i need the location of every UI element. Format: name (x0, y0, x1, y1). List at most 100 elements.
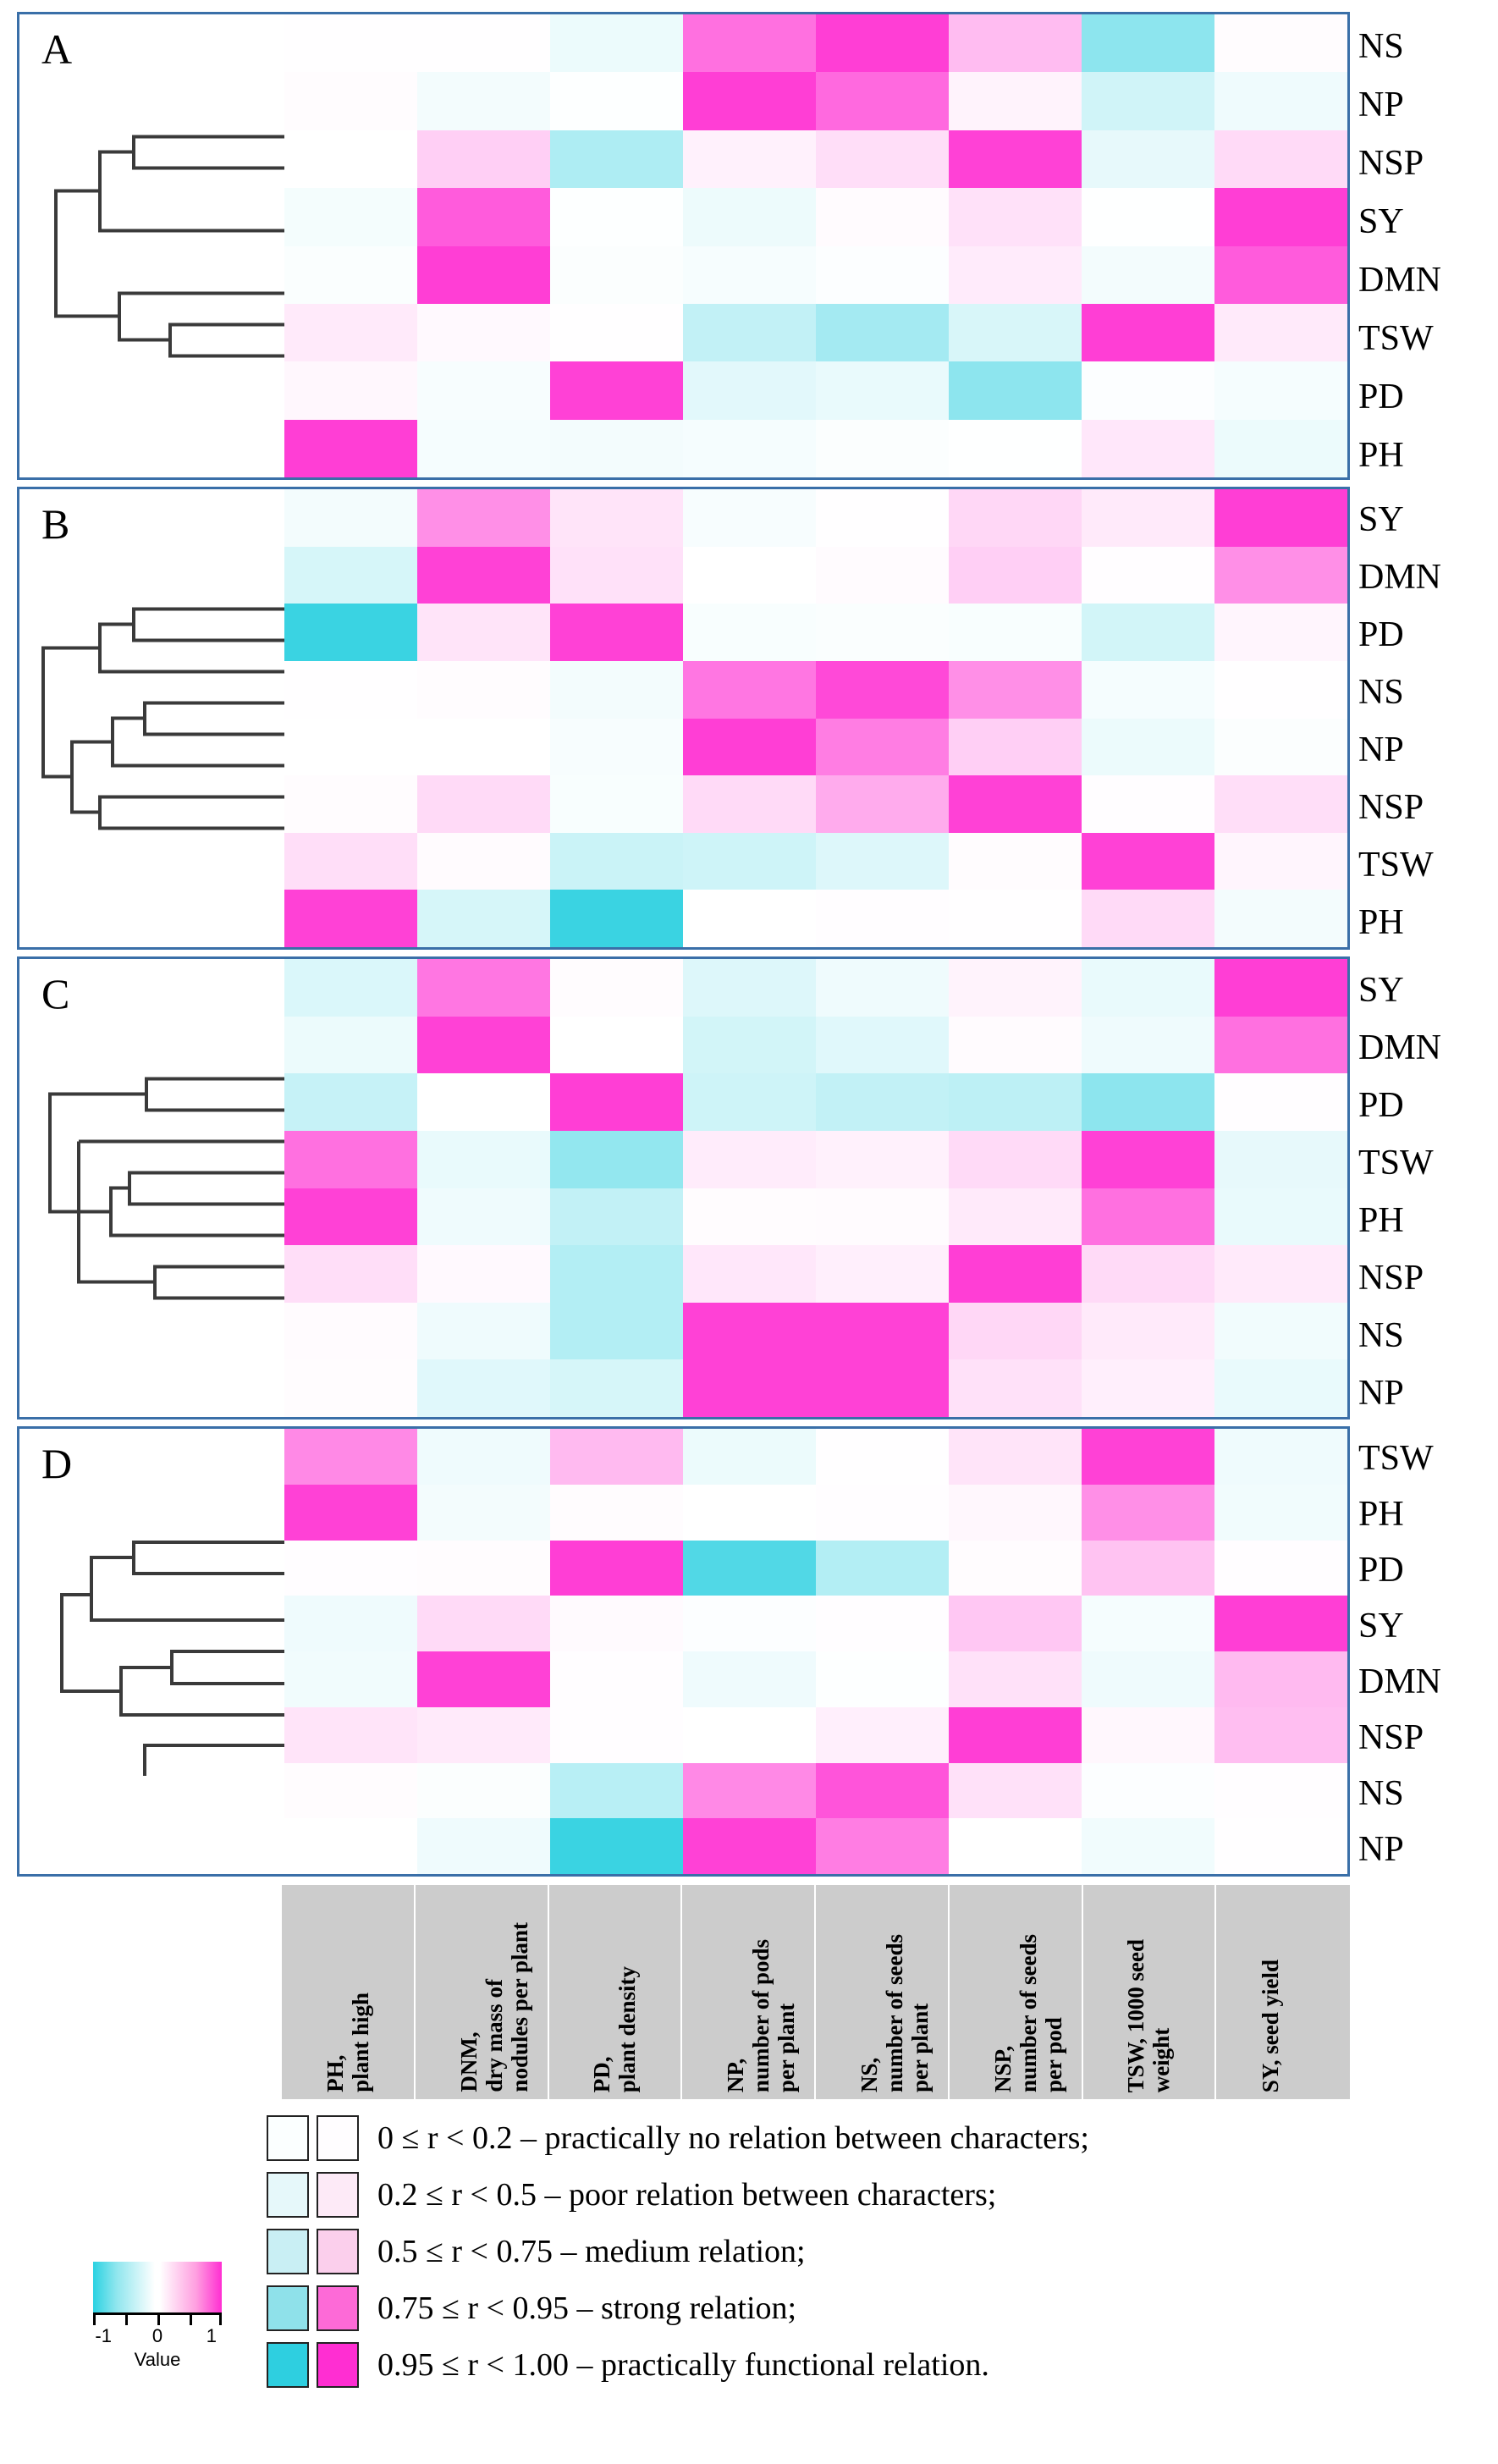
heatmap-cell (683, 660, 816, 719)
heatmap-cell (284, 303, 417, 362)
heatmap-cell (1214, 1540, 1347, 1596)
legend-row: 0.2 ≤ r < 0.5 – poor relation between ch… (267, 2166, 1367, 2223)
heatmap-cell (1082, 604, 1214, 661)
panel-letter-d: D (41, 1440, 73, 1487)
heatmap-cell (949, 303, 1082, 362)
heatmap-cell (949, 604, 1082, 661)
row-label-nsp: NSP (1358, 788, 1424, 827)
heatmap-grid-a (284, 14, 1347, 477)
heatmap-cell (550, 1762, 683, 1819)
column-header-pd: PD, plant density (548, 1885, 683, 2099)
row-label-dmn: DMN (1358, 1028, 1442, 1067)
panel-letter-a: A (41, 25, 73, 73)
heatmap-cell (816, 1245, 949, 1303)
heatmap-cell (683, 1302, 816, 1360)
heatmap-cell (550, 1651, 683, 1707)
heatmap-cell (1214, 14, 1347, 73)
heatmap-cell (284, 832, 417, 890)
heatmap-cell (683, 1245, 816, 1303)
heatmap-cell (417, 303, 550, 362)
heatmap-cell (550, 14, 683, 73)
heatmap-cell (417, 1540, 550, 1596)
heatmap-cell (284, 245, 417, 304)
row-label-sy: SY (1358, 201, 1404, 241)
heatmap-cell (1214, 959, 1347, 1017)
row-label-np: NP (1358, 730, 1404, 769)
colorbar-tick-mid: 0 (151, 2325, 163, 2346)
heatmap-cell (683, 890, 816, 947)
heatmap-cell (949, 1540, 1082, 1596)
heatmap-cell (1214, 1651, 1347, 1707)
heatmap-cell (1214, 1302, 1347, 1360)
heatmap-cell (1214, 361, 1347, 420)
heatmap-cell (417, 361, 550, 420)
column-header-label: NP, number of pods per plant (723, 1938, 800, 2092)
heatmap-cell (683, 718, 816, 776)
heatmap-cell (417, 130, 550, 189)
heatmap-cell (683, 1540, 816, 1596)
heatmap-cell (284, 1073, 417, 1131)
column-header-sy: SY, seed yield (1216, 1885, 1350, 2099)
heatmap-cell (816, 546, 949, 604)
heatmap-cell (284, 130, 417, 189)
heatmap-cell (683, 1484, 816, 1541)
heatmap-cell (284, 890, 417, 947)
heatmap-cell (284, 546, 417, 604)
heatmap-cell (417, 1596, 550, 1651)
heatmap-cell (550, 1302, 683, 1360)
heatmap-cell (1082, 890, 1214, 947)
heatmap-cell (949, 14, 1082, 73)
heatmap-cell (816, 489, 949, 547)
heatmap-cell (417, 1302, 550, 1360)
heatmap-cell (1082, 1484, 1214, 1541)
row-label-ph: PH (1358, 1201, 1404, 1240)
legend-row: 0.5 ≤ r < 0.75 – medium relation; (267, 2223, 1367, 2279)
heatmap-cell (550, 1359, 683, 1417)
heatmap-cell (816, 1540, 949, 1596)
heatmap-cell (949, 1484, 1082, 1541)
heatmap-cell (550, 775, 683, 833)
heatmap-cell (417, 1188, 550, 1246)
heatmap-grid-d (284, 1429, 1347, 1874)
heatmap-cell (816, 303, 949, 362)
heatmap-cell (949, 1073, 1082, 1131)
heatmap-cell (949, 959, 1082, 1017)
legend-swatch-positive (317, 2228, 359, 2274)
heatmap-cell (949, 1706, 1082, 1763)
panel-letter-b: B (41, 500, 70, 548)
legend-row: 0 ≤ r < 0.2 – practically no relation be… (267, 2109, 1367, 2166)
heatmap-cell (683, 14, 816, 73)
heatmap-cell (1082, 832, 1214, 890)
heatmap-cell (417, 1762, 550, 1819)
heatmap-cell (949, 489, 1082, 547)
row-label-pd: PD (1358, 615, 1404, 654)
legend-swatch-negative (267, 2114, 309, 2161)
heatmap-cell (1082, 72, 1214, 130)
heatmap-cell (1214, 718, 1347, 776)
heatmap-cell (1082, 1245, 1214, 1303)
row-label-pd: PD (1358, 377, 1404, 416)
row-label-tsw: TSW (1358, 1144, 1434, 1182)
heatmap-cell (949, 1818, 1082, 1874)
heatmap-cell (683, 1188, 816, 1246)
row-label-np: NP (1358, 1830, 1404, 1869)
heatmap-cell (816, 1596, 949, 1651)
heatmap-cell (683, 303, 816, 362)
panel-b: B (17, 487, 1350, 950)
heatmap-cell (417, 775, 550, 833)
heatmap-cell (417, 890, 550, 947)
row-label-sy: SY (1358, 500, 1404, 539)
heatmap-cell (816, 775, 949, 833)
heatmap-cell (417, 604, 550, 661)
heatmap-cell (683, 1130, 816, 1188)
heatmap-cell (1082, 188, 1214, 246)
heatmap-cell (550, 1016, 683, 1074)
heatmap-cell (816, 419, 949, 477)
heatmap-cell (949, 1359, 1082, 1417)
heatmap-cell (284, 1429, 417, 1485)
heatmap-cell (949, 188, 1082, 246)
heatmap-cell (816, 1762, 949, 1819)
heatmap-cell (1082, 718, 1214, 776)
heatmap-cell (284, 1484, 417, 1541)
heatmap-cell (284, 1596, 417, 1651)
